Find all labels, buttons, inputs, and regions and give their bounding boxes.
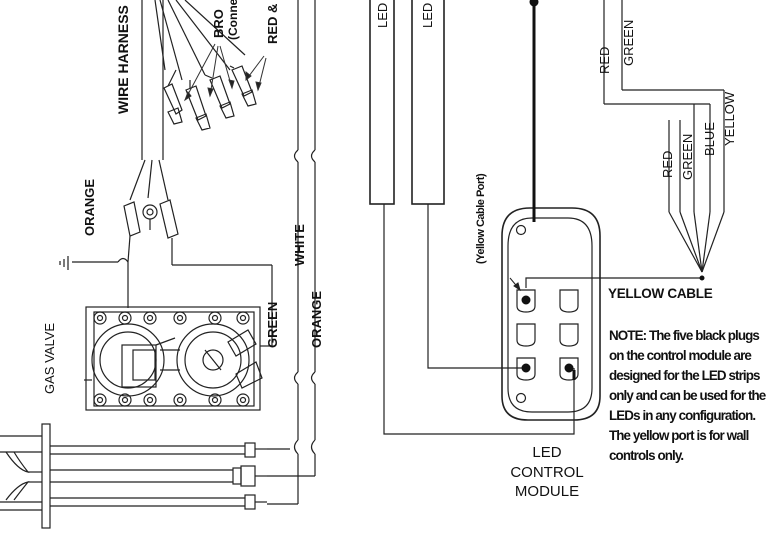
- harness-connectors-top: [154, 0, 257, 131]
- gas-valve-label: GAS VALVE: [42, 323, 57, 394]
- wire-harness-label: WIRE HARNESS: [115, 5, 131, 114]
- red-wire-label-top: RED: [597, 47, 612, 74]
- led-strip-label-1: LED: [375, 3, 390, 28]
- blue-wire-label: BLUE: [702, 122, 717, 156]
- green-wire-label-mid: GREEN: [680, 134, 695, 180]
- note-line: designed for the LED strips: [609, 368, 760, 383]
- harness-connectors-bottom: [123, 199, 179, 265]
- note-text: NOTE: The five black plugs on the contro…: [609, 326, 775, 466]
- yellow-wire-label: YELLOW: [722, 91, 737, 146]
- wall-control-wires: [525, 0, 725, 288]
- yellow-cable-port-label: (Yellow Cable Port): [475, 173, 487, 264]
- note-line: The yellow port is for wall: [609, 428, 749, 443]
- red-and-label: RED &: [265, 4, 280, 44]
- note-line: controls only.: [609, 448, 684, 463]
- green-valve-wire-label: GREEN: [265, 302, 280, 348]
- green-wire-label-top: GREEN: [621, 20, 636, 66]
- led-control-module: [501, 207, 601, 421]
- yellow-cable-label: YELLOW CABLE: [608, 286, 713, 301]
- note-line: NOTE: The five black plugs: [609, 328, 760, 343]
- led-strip-label-2: LED: [420, 3, 435, 28]
- pilot-assembly: [0, 423, 267, 529]
- white-orange-wires: [267, 0, 316, 505]
- module-label-line: LED: [532, 444, 562, 461]
- led-control-module-label: LED CONTROL MODULE: [497, 443, 597, 502]
- module-label-line: MODULE: [514, 483, 580, 500]
- gas-valve: [84, 306, 263, 411]
- red-wire-label-mid: RED: [660, 151, 675, 178]
- orange-wire-label: ORANGE: [82, 179, 97, 236]
- module-label-line: CONTROL: [510, 463, 584, 481]
- note-line: LEDs in any configuration.: [609, 408, 756, 423]
- connector-note-label: (Conne: [226, 0, 240, 40]
- note-line: only and can be used for the: [609, 388, 766, 403]
- brown-wire-label: BRO: [211, 9, 226, 38]
- note-line: on the control module are: [609, 348, 752, 363]
- wire-harness: [129, 0, 169, 201]
- orange-wire-label-2: ORANGE: [309, 291, 324, 348]
- led-strips: [369, 0, 575, 435]
- white-wire-label: WHITE: [292, 224, 307, 266]
